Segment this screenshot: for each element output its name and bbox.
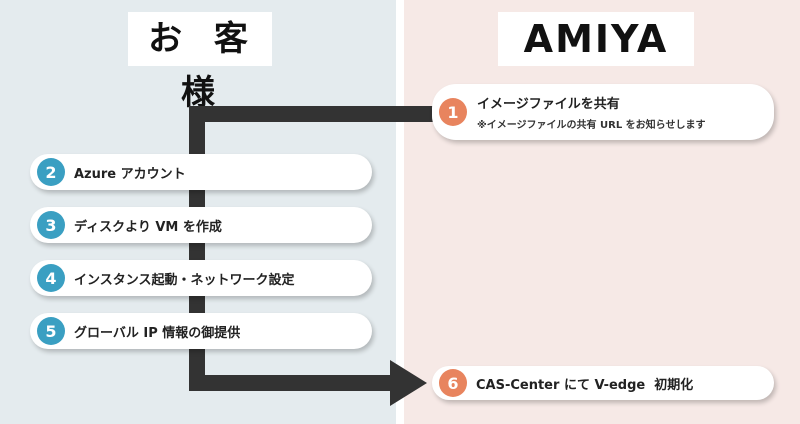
step-4-badge: 4	[37, 264, 65, 292]
step-4-label: インスタンス起動・ネットワーク設定	[74, 272, 295, 288]
step-6-box: 6 CAS-Center にて V-edge 初期化	[432, 366, 774, 400]
amiya-panel	[404, 0, 800, 424]
amiya-column-title: AMIYA	[498, 12, 694, 66]
step-6-badge: 6	[439, 369, 467, 397]
step-2-box: 2 Azure アカウント	[30, 154, 372, 190]
step-2-label: Azure アカウント	[74, 166, 186, 182]
step-5-badge: 5	[37, 317, 65, 345]
step-3-label: ディスクより VM を作成	[74, 219, 222, 235]
step-1-box: 1 イメージファイルを共有 ※イメージファイルの共有 URL をお知らせします	[432, 84, 774, 140]
step-2-badge: 2	[37, 158, 65, 186]
column-divider	[396, 0, 404, 424]
step-6-label: CAS-Center にて V-edge 初期化	[476, 377, 694, 393]
step-1-text: イメージファイルを共有 ※イメージファイルの共有 URL をお知らせします	[477, 93, 705, 131]
flow-arrowhead	[390, 360, 427, 406]
step-3-badge: 3	[37, 211, 65, 239]
step-1-note: ※イメージファイルの共有 URL をお知らせします	[477, 120, 706, 131]
customer-column-title: お 客 様	[128, 12, 272, 113]
step-3-box: 3 ディスクより VM を作成	[30, 207, 372, 243]
step-4-box: 4 インスタンス起動・ネットワーク設定	[30, 260, 372, 296]
step-1-label: イメージファイルを共有	[477, 97, 620, 112]
flow-line	[189, 106, 440, 391]
step-5-label: グローバル IP 情報の御提供	[74, 325, 241, 341]
step-1-badge: 1	[439, 98, 467, 126]
step-5-box: 5 グローバル IP 情報の御提供	[30, 313, 372, 349]
